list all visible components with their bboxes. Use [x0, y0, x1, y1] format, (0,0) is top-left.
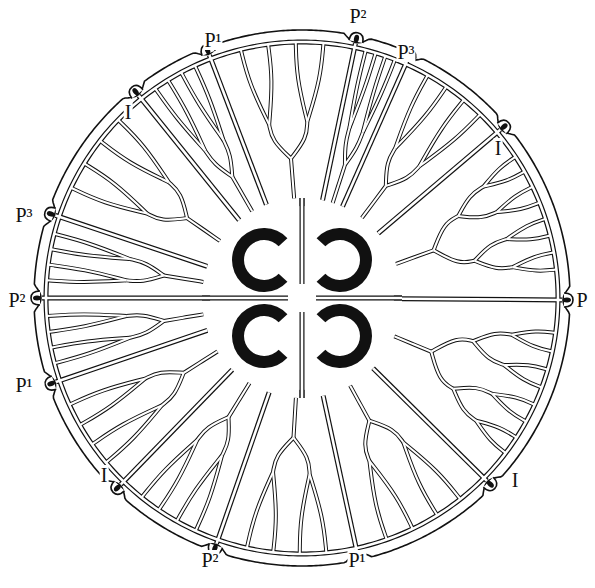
rhopalium-label: P¹	[347, 550, 366, 570]
rhopalium-label: P³	[14, 205, 33, 225]
rhopalium-label: I	[124, 102, 133, 122]
gonad	[317, 304, 372, 368]
gonad	[232, 228, 287, 292]
rhopalia	[31, 31, 573, 564]
rhopalium-label: P	[575, 290, 588, 310]
gonad	[232, 304, 287, 368]
canal-system	[42, 42, 562, 554]
rhopalium-label: P²	[348, 6, 367, 26]
rhopalium-label: P¹	[14, 375, 33, 395]
umbrella-rim	[34, 30, 569, 566]
rhopalium-label: P²	[200, 550, 219, 570]
rhopalium-label: I	[511, 470, 520, 490]
rhopalium-label: I	[100, 465, 109, 485]
rhopalium-label: P¹	[203, 30, 222, 50]
rhopalium-label: I	[494, 138, 503, 158]
rhopalium-label: P²	[7, 290, 26, 310]
rhopalium-label: P³	[396, 42, 415, 62]
gonad	[317, 228, 372, 292]
